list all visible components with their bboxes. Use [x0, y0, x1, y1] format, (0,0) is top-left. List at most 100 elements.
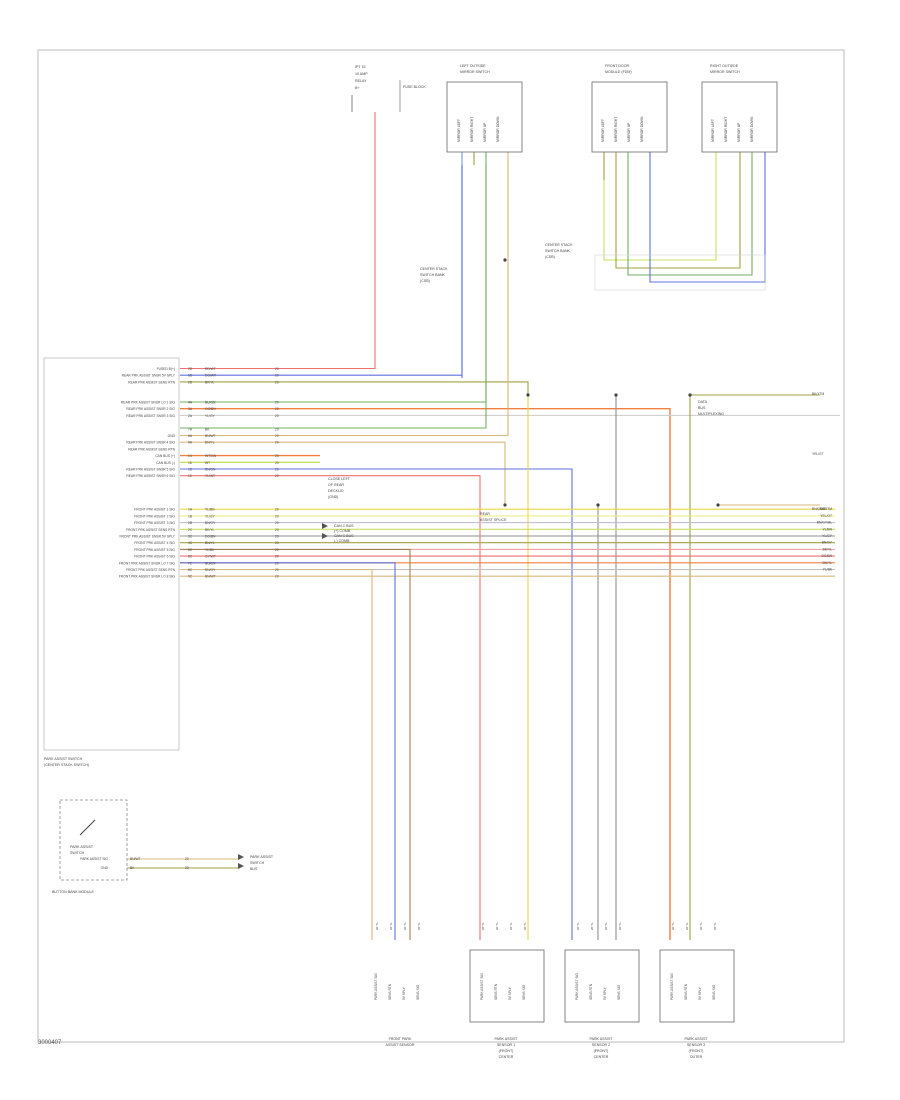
module-wire-gauge: 20	[275, 521, 279, 525]
park-assist-switch-box	[59, 799, 128, 881]
module-pin-label: FRONT PRK ASSIST SENS RTN	[126, 568, 176, 572]
bottom-wire-tag: 20 YL	[576, 922, 580, 930]
module-wire-color: YL/WT	[205, 474, 215, 478]
bottom-caption: PARK ASSIST	[494, 1037, 518, 1041]
right-edge-label: BK/YTM	[820, 507, 833, 511]
fuse-block-label: IPT 15	[355, 65, 366, 69]
right-edge-label: DG/BN	[822, 554, 833, 558]
bottom-caption: ASSIST SENSOR	[386, 1043, 415, 1047]
module-wire-gauge: 20	[275, 434, 279, 438]
can-plus-note: CAN C BUS	[334, 524, 354, 528]
bottom-wire-tag: 20 YL	[417, 922, 421, 930]
module-pin-number: 6D	[188, 374, 193, 378]
splice-dot	[596, 503, 600, 507]
module-wire-gauge: 20	[275, 548, 279, 552]
bottom-wire-tag: 20 YL	[699, 922, 703, 930]
left-connector-pin-label: MIRROR UP	[483, 122, 487, 142]
switch-dest-label: PARK ASSIST	[250, 855, 274, 859]
fdm-connector	[591, 81, 668, 153]
module-pin-number: 19	[188, 474, 192, 478]
bottom-wire-tag: 20 YL	[509, 922, 513, 930]
module-wire-gauge: 20	[275, 427, 279, 431]
module-wire-color: BN/GY	[205, 568, 216, 572]
right-connector-pin-label: MIRROR DOWN	[750, 116, 754, 142]
bottom-pin-label: SENS SIG	[416, 984, 420, 1000]
bottom-wire-tag: 20 YL	[481, 922, 485, 930]
bottom-pin-label: PARK ASSIST SIG	[670, 973, 674, 1000]
switch-contact-icon	[79, 819, 96, 836]
module-wire-gauge: 20	[275, 575, 279, 579]
bottom-pin-label: 5V SPLY	[402, 986, 406, 1000]
front-sensor-connector-2	[564, 949, 640, 1023]
fuse-note-label: FUSE BLOCK	[403, 85, 426, 89]
bottom-wire-tag: 20 YL	[389, 922, 393, 930]
splice-dot	[716, 503, 720, 507]
module-wire-color: BN/GY	[205, 521, 216, 525]
wire-front-down-3	[180, 568, 373, 940]
module-wire-color: YL/GY	[205, 514, 216, 518]
bottom-pin-label: PARK ASSIST SIG	[480, 973, 484, 1000]
module-wire-color: DG/BN	[205, 535, 216, 539]
front-sensor-connector-3	[659, 949, 735, 1023]
bottom-caption: SENSOR 1	[497, 1043, 515, 1047]
module-wire-color: BK/YL	[205, 528, 215, 532]
module-pin-label: REAR PRK ASSIST SNSR 6 SIG	[126, 474, 175, 478]
ground-note: CLOSE LEFT	[328, 477, 351, 481]
module-pin-label: FUSED B(+)	[157, 367, 175, 371]
wire-fused-b	[180, 112, 376, 370]
module-pin-number: 5C	[188, 548, 193, 552]
right-edge-label: BN/GY	[822, 541, 833, 545]
bottom-caption: SENSOR 3	[687, 1043, 705, 1047]
module-wire-color: RD/WT	[205, 367, 216, 371]
left-mirror-switch-title: MIRROR SWITCH	[460, 70, 490, 74]
module-wire-color: WT/GN	[205, 454, 217, 458]
right-csb-splice-label: SWITCH BANK	[545, 249, 571, 253]
splice-dot	[688, 393, 692, 397]
right-connector-pin-label: MIRROR RIGHT	[724, 117, 728, 142]
switch-dest-arrow-2	[238, 863, 244, 869]
ground-note: OF REAR	[328, 483, 344, 487]
bottom-caption: CENTER	[594, 1055, 609, 1059]
right-side-note: DATA	[698, 400, 708, 404]
rear-splice-note: ASSIST SPLICE	[480, 518, 507, 522]
module-wire-color: BN/WT	[205, 434, 216, 438]
module-wire-gauge: 20	[275, 374, 279, 378]
module-pin-label: FRONT PRK ASSIST SNSR LO 8 SIG	[119, 575, 176, 579]
bottom-caption: PARK ASSIST	[589, 1037, 613, 1041]
module-wire-color: WT	[205, 461, 210, 465]
left-mirror-switch-title: LEFT OUTSIDE	[460, 64, 486, 68]
left-csb-splice-label: (CSB)	[420, 279, 430, 283]
module-wire-gauge: 20	[275, 441, 279, 445]
bottom-wire-tag: 20 YL	[604, 922, 608, 930]
can-minus-note: CAN C BUS	[334, 534, 354, 538]
switch-bottom-label: BUTTON BANK MODULE	[52, 890, 94, 894]
module-pin-number: 2D	[188, 367, 193, 371]
module-wire-gauge: 20	[275, 508, 279, 512]
splice-dot	[503, 258, 507, 262]
bottom-wire-tag: 20 YL	[375, 922, 379, 930]
switch-label: PARK ASSIST	[70, 845, 94, 849]
module-wire-gauge: 20	[275, 380, 279, 384]
bottom-caption: (FRONT)	[689, 1049, 704, 1053]
module-pin-number: 3C	[188, 535, 193, 539]
wire-sens-rtn	[180, 381, 529, 395]
bottom-wire-tag: 20 YL	[671, 922, 675, 930]
module-pin-label: REAR PRK ASSIST SNSR 5V SPLY	[122, 374, 176, 378]
module-wire-gauge: 20	[275, 461, 279, 465]
module-wire-gauge: 20	[275, 401, 279, 405]
bottom-pin-label: SENS SIG	[617, 984, 621, 1000]
right-edge-label: BK/YL	[823, 547, 833, 551]
module-pin-number: 2A	[188, 414, 193, 418]
switch-dest-arrow-1	[238, 854, 244, 860]
bottom-wire-tag: 20 YL	[590, 922, 594, 930]
module-wire-gauge: 20	[275, 535, 279, 539]
module-wire-gauge: 20	[275, 555, 279, 559]
module-pin-number: 1B	[188, 514, 193, 518]
module-pin-label: REAR PRK ASSIST SENS RTN	[128, 447, 175, 451]
right-edge-label: BN/GY/BL	[817, 521, 832, 525]
module-pin-number: 3A	[188, 407, 193, 411]
can-minus-arrow	[322, 533, 328, 539]
module-wire-color: BU/GN	[205, 561, 216, 565]
